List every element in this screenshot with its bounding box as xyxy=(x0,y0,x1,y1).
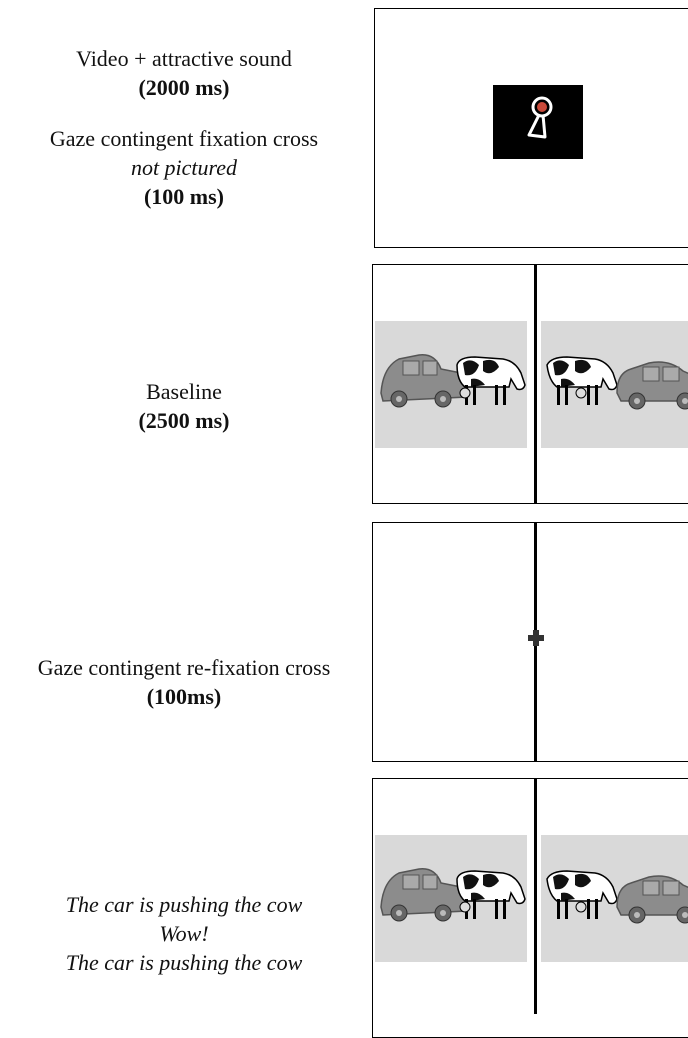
step1-line-4: Gaze contingent fixation cross xyxy=(49,126,319,151)
car-icon xyxy=(616,361,688,410)
cow-car-scene xyxy=(546,870,688,924)
car-icon xyxy=(380,868,469,922)
cow-icon xyxy=(456,870,526,919)
step2-line-1: Baseline xyxy=(146,379,222,404)
fixation-panel xyxy=(372,522,688,762)
step4-label: The car is pushing the cow Wow! The car … xyxy=(0,890,368,977)
step1-line-2: (2000 ms) xyxy=(138,75,230,100)
step1-label: Video + attractive sound (2000 ms) Gaze … xyxy=(0,44,368,211)
car-cow-scene xyxy=(380,354,526,408)
scene-left xyxy=(375,835,527,962)
step1-line-6: (100 ms) xyxy=(143,184,225,209)
step2-label: Baseline (2500 ms) xyxy=(0,377,368,435)
test-panel xyxy=(372,778,688,1038)
step1-spacer xyxy=(0,102,368,124)
car-icon xyxy=(616,875,688,924)
step4-line-3: The car is pushing the cow xyxy=(65,950,303,975)
step2-line-2: (2500 ms) xyxy=(138,408,230,433)
scene-right xyxy=(541,835,688,962)
car-icon xyxy=(380,354,469,408)
step3-label: Gaze contingent re-fixation cross (100ms… xyxy=(0,653,368,711)
step1-line-1: Video + attractive sound xyxy=(76,46,292,71)
cow-car-scene xyxy=(546,356,688,410)
step3-line-2: (100ms) xyxy=(146,684,222,709)
step3-line-1: Gaze contingent re-fixation cross xyxy=(37,655,331,680)
cow-icon xyxy=(456,356,526,405)
test-divider xyxy=(534,778,537,1014)
scene-right xyxy=(541,321,688,448)
cow-icon xyxy=(546,870,618,919)
cow-icon xyxy=(546,356,618,405)
fixation-cross-icon xyxy=(528,630,544,646)
step4-line-2: Wow! xyxy=(159,921,209,946)
video-attention-getter xyxy=(493,85,583,159)
step4-line-1: The car is pushing the cow xyxy=(65,892,303,917)
video-panel xyxy=(374,8,688,248)
baseline-divider xyxy=(534,264,537,504)
scene-left xyxy=(375,321,527,448)
car-cow-scene xyxy=(380,868,526,922)
baseline-panel xyxy=(372,264,688,504)
step1-line-5: not pictured xyxy=(130,155,238,180)
